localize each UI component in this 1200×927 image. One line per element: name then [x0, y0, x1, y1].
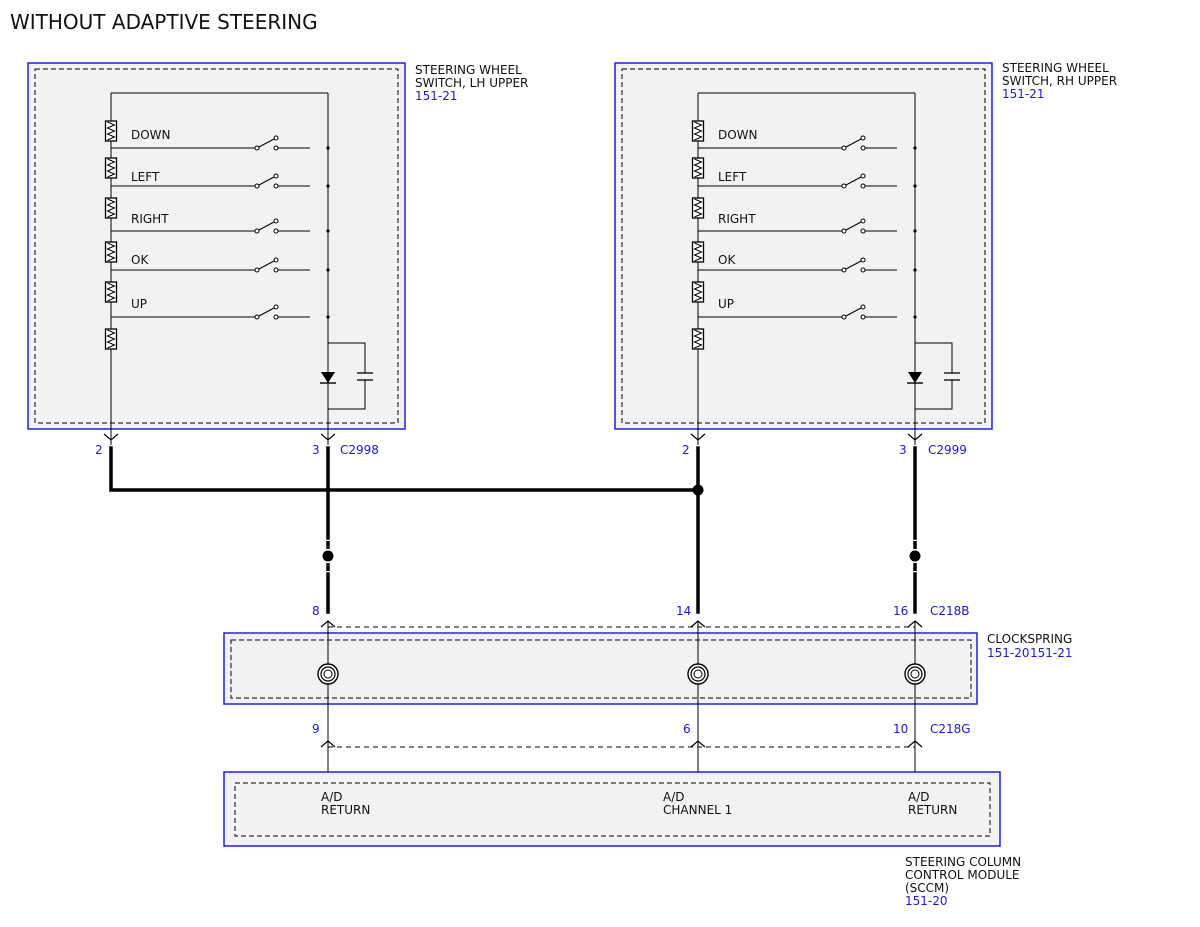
rh-switch-label-line2: SWITCH, RH UPPER	[1002, 74, 1117, 88]
splice-stubs	[326, 541, 917, 571]
harness-wires	[109, 446, 917, 614]
c2998-connector-icons	[103, 433, 923, 441]
lh-resistor	[104, 281, 118, 303]
lh-pin-2: 2	[95, 443, 103, 457]
lh-switch-box: DOWN LEFT RIGHT OK UP	[27, 62, 406, 445]
lh-capacitor-icon	[328, 342, 373, 410]
lh-button-label: RIGHT	[131, 212, 169, 226]
lh-resistor	[104, 157, 118, 179]
sccm-input-label: A/D	[663, 790, 685, 804]
rh-capacitor-icon	[915, 342, 960, 410]
sccm-label-line3: (SCCM)	[905, 881, 949, 895]
rh-resistor	[691, 197, 705, 219]
sccm-label-line1: STEERING COLUMN	[905, 855, 1021, 869]
rh-resistor	[691, 157, 705, 179]
c218b-connector	[320, 620, 923, 628]
lh-button-label: DOWN	[131, 128, 171, 142]
lh-resistor	[104, 197, 118, 219]
lh-switch-ref: 151-21	[415, 89, 458, 103]
lh-switch-label-line2: SWITCH, LH UPPER	[415, 76, 528, 90]
rh-button-label: OK	[718, 253, 736, 267]
rh-button-label: RIGHT	[718, 212, 756, 226]
rh-switch-ref: 151-21	[1002, 87, 1045, 101]
clockspring-bottom-pin: 10	[893, 722, 908, 736]
lh-resistor	[104, 241, 118, 263]
rh-button-label: UP	[718, 297, 734, 311]
lh-resistor	[104, 120, 118, 142]
c218g-connector	[320, 740, 923, 748]
clockspring-coil-icon	[687, 663, 709, 685]
clockspring-coil-icon	[904, 663, 926, 685]
clockspring-box	[223, 622, 978, 784]
rh-resistor	[691, 241, 705, 263]
clockspring-top-pin: 14	[676, 604, 691, 618]
rh-switch-label-line1: STEERING WHEEL	[1002, 61, 1109, 75]
splice-dots	[322, 484, 921, 562]
sccm-input-label: RETURN	[321, 803, 370, 817]
sccm-ref: 151-20	[905, 894, 948, 908]
rh-switch-box: DOWN LEFT RIGHT OK UP	[614, 62, 993, 445]
sccm-label-line2: CONTROL MODULE	[905, 868, 1020, 882]
sccm-input-label: RETURN	[908, 803, 957, 817]
rh-resistor	[691, 328, 705, 350]
lh-button-label: LEFT	[131, 170, 160, 184]
clockspring-bottom-pin: 9	[312, 722, 320, 736]
lh-button-label: OK	[131, 253, 149, 267]
clockspring-label: CLOCKSPRING	[987, 632, 1072, 646]
sccm-input-label: CHANNEL 1	[663, 803, 732, 817]
lh-diode-icon	[320, 372, 336, 384]
sccm-input-label: A/D	[908, 790, 930, 804]
rh-pin-3: 3	[899, 443, 907, 457]
sccm-input-label: A/D	[321, 790, 343, 804]
rh-button-label: LEFT	[718, 170, 747, 184]
clockspring-top-pin: 8	[312, 604, 320, 618]
lh-button-label: UP	[131, 297, 147, 311]
diagram-title: WITHOUT ADAPTIVE STEERING	[10, 10, 318, 34]
c218g-connector-id: C218G	[930, 722, 971, 736]
rh-resistor	[691, 120, 705, 142]
lh-resistor	[104, 328, 118, 350]
rh-diode-icon	[907, 372, 923, 384]
rh-connector-id: C2999	[928, 443, 967, 457]
clockspring-top-pin: 16	[893, 604, 908, 618]
lh-connector-id: C2998	[340, 443, 379, 457]
rh-button-label: DOWN	[718, 128, 758, 142]
lh-pin-3: 3	[312, 443, 320, 457]
clockspring-ref-a: 151-20	[987, 646, 1030, 660]
lh-switch-label-line1: STEERING WHEEL	[415, 63, 522, 77]
clockspring-coil-icon	[317, 663, 339, 685]
rh-resistor	[691, 281, 705, 303]
rh-pin-2: 2	[682, 443, 690, 457]
sccm-box	[223, 771, 1001, 847]
clockspring-bottom-pin: 6	[683, 722, 691, 736]
clockspring-ref-b: 151-21	[1030, 646, 1073, 660]
c218b-connector-id: C218B	[930, 604, 970, 618]
